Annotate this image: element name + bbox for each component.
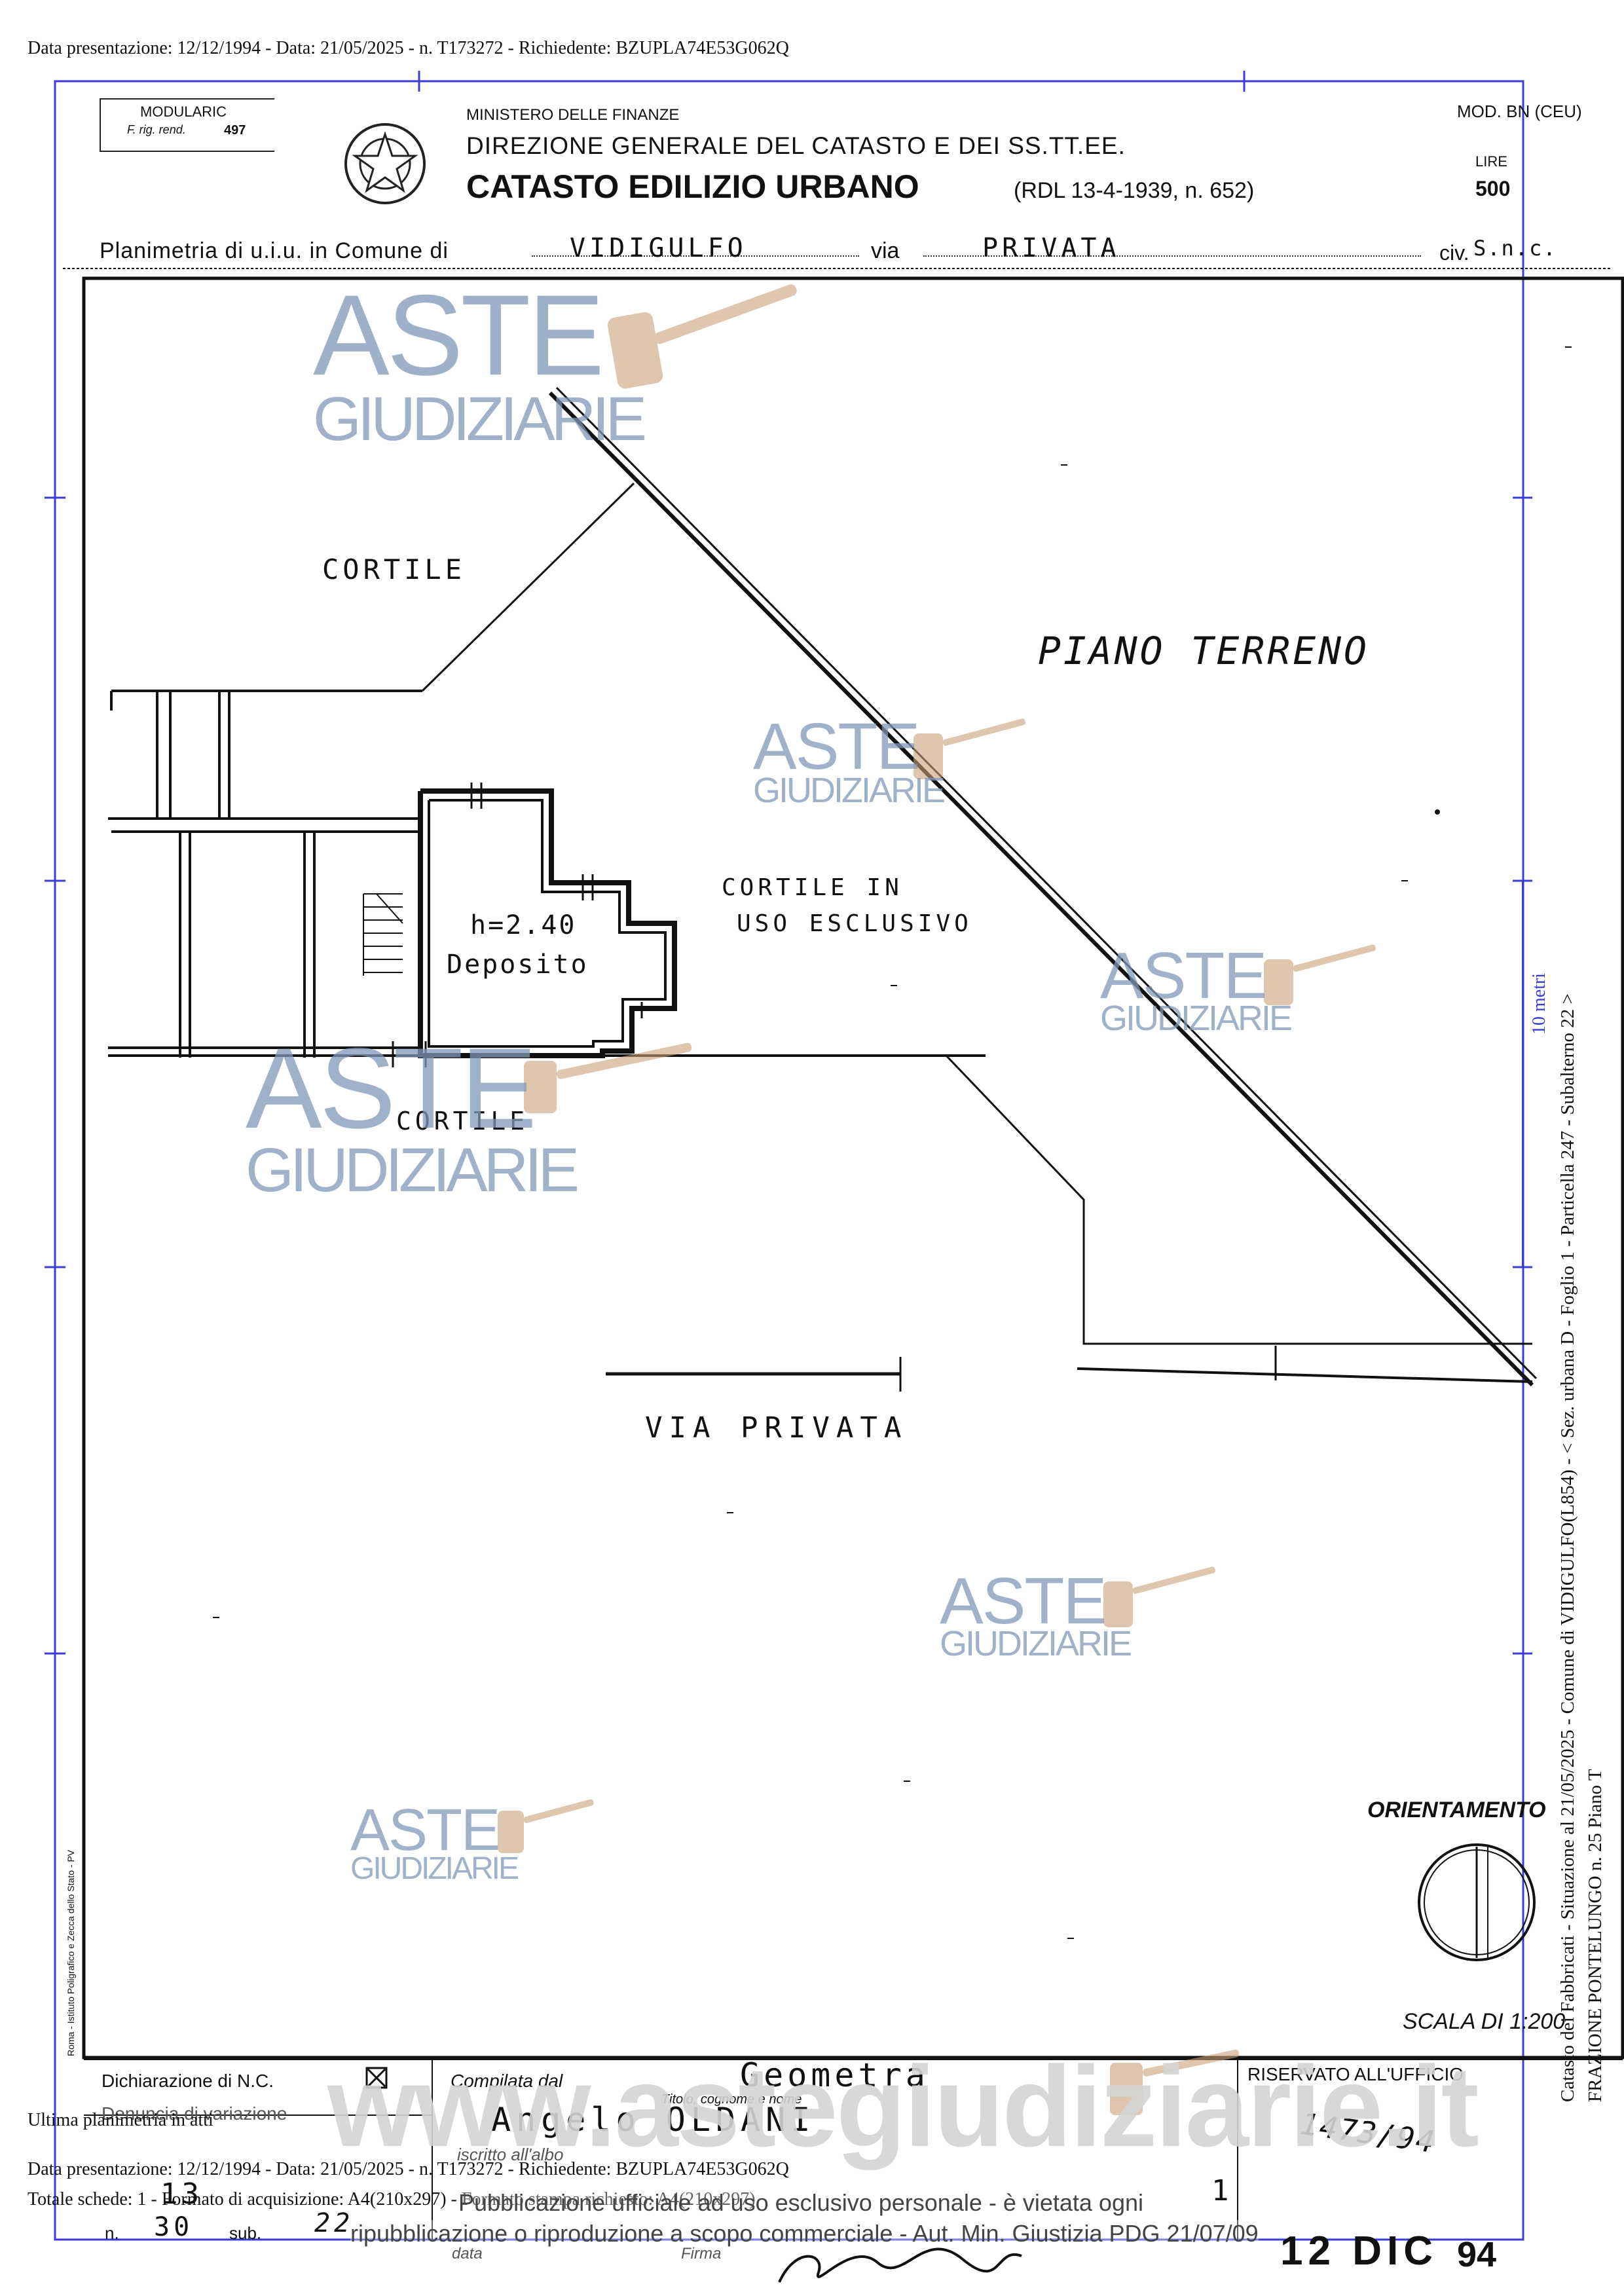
room-name: Deposito (447, 950, 589, 980)
modularic-stamp: MODULARIC F. rig. rend. 497 (100, 98, 274, 152)
compilata-label: Compilata dal (451, 2071, 563, 2091)
scale-label: SCALA DI 1:200 (1403, 2009, 1566, 2034)
civ-value: S.n.c. (1473, 236, 1557, 261)
label-cortile-uso-1: CORTILE IN (722, 874, 903, 901)
label-cortile-bottom: CORTILE (396, 1107, 529, 1136)
deposito-room (418, 788, 677, 1058)
via-value: PRIVATA (982, 233, 1120, 263)
watermark-giudiziarie: GIUDIZIARIE (940, 1624, 1132, 1663)
ministry-line1: MINISTERO DELLE FINANZE (466, 106, 680, 124)
label-via-privata: VIA PRIVATA (645, 1411, 908, 1445)
riservato-label: RISERVATO ALL'UFFICIO (1247, 2064, 1464, 2084)
via-label: via (871, 238, 900, 263)
diagonal-boundary (548, 391, 1534, 1387)
ministry-line2: DIREZIONE GENERALE DEL CATASTO E DEI SS.… (466, 132, 1126, 159)
watermark-giudiziarie: GIUDIZIARIE (753, 771, 946, 810)
republic-emblem-icon (344, 123, 426, 204)
geometra-value: Geometra (740, 2056, 929, 2094)
denuncia-label: Denuncia di variazione (101, 2103, 287, 2124)
watermark-aste: ASTE (753, 710, 920, 783)
stairs (363, 893, 403, 976)
year-stamp: 94 (1457, 2235, 1497, 2274)
firma-label: Firma (681, 2245, 722, 2262)
name-value: Angelo OLDANI (491, 2101, 816, 2139)
watermark-aste: ASTE (1100, 939, 1267, 1012)
lire-label: LIRE (1475, 153, 1507, 170)
foglio-value: 13 (160, 2177, 203, 2211)
adjacent-building (108, 690, 986, 1058)
n-value: 30 (154, 2212, 194, 2242)
watermark-giudiziarie: GIUDIZIARIE (1100, 999, 1293, 1038)
catasto-law: (RDL 13-4-1939, n. 652) (1014, 178, 1255, 203)
iscritto-label: iscritto all'albo (457, 2145, 564, 2164)
compass-icon (1418, 1843, 1536, 1961)
handwritten-one: 1 (1211, 2174, 1233, 2207)
disclaimer-line2: ripubblicazione o riproduzione a scopo c… (350, 2220, 1259, 2247)
catasto-title: CATASTO EDILIZIO URBANO (466, 168, 919, 205)
watermark-giudiziarie: GIUDIZIARIE (246, 1136, 580, 1205)
drawing-border (82, 276, 1624, 2059)
label-piano-terreno: PIANO TERRENO (1038, 629, 1369, 673)
data-label: data (452, 2245, 483, 2262)
planimetria-label: Planimetria di u.i.u. in Comune di (100, 238, 449, 263)
sub-value: 22 (314, 2208, 354, 2238)
disclaimer-line1: Pubblicazione ufficiale ad uso esclusivo… (458, 2189, 1143, 2217)
watermark-aste: ASTE (313, 272, 604, 399)
sub-label: sub. (229, 2223, 262, 2243)
titolo-label: Titolo, cognome e nome (661, 2092, 802, 2107)
label-cortile-uso-2: USO ESCLUSIVO (737, 910, 972, 937)
n-label: n. (105, 2223, 119, 2243)
top-header-line: Data presentazione: 12/12/1994 - Data: 2… (28, 38, 789, 58)
room-height: h=2.40 (470, 910, 577, 940)
footer-totale-schede: Totale schede: 1 - Formato di acquisizio… (28, 2189, 756, 2209)
comune-value: VIDIGULFO (570, 233, 747, 263)
dichiarazione-label: Dichiarazione di N.C. (101, 2071, 274, 2091)
civ-label: civ. (1439, 241, 1469, 265)
watermark-giudiziarie: GIUDIZIARIE (350, 1851, 519, 1886)
gavel-icon (498, 284, 1376, 2115)
lire-value: 500 (1475, 177, 1511, 200)
watermark-aste: ASTE (350, 1798, 500, 1863)
ultima-planimetria: Ultima planimetria in atti (28, 2110, 213, 2130)
date-stamp: 12 DIC (1280, 2228, 1438, 2274)
watermark-giudiziarie: GIUDIZIARIE (313, 384, 647, 454)
label-cortile-top: CORTILE (322, 553, 466, 585)
mod-code: MOD. BN (CEU) (1457, 102, 1582, 121)
footer-data-presentazione: Data presentazione: 12/12/1994 - Data: 2… (28, 2159, 789, 2179)
watermark-url: www.astegiudiziarie.it (327, 2043, 1479, 2171)
watermark-aste: ASTE (940, 1564, 1107, 1638)
watermark-aste: ASTE (246, 1025, 537, 1153)
orientamento-label: ORIENTAMENTO (1367, 1798, 1546, 1822)
